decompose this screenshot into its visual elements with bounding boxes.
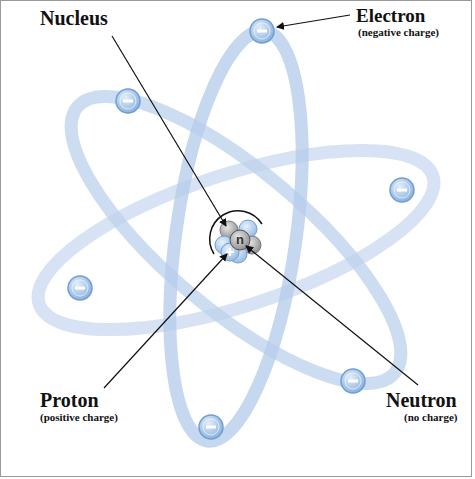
part-name: Neutron (386, 390, 457, 410)
charge-note: (negative charge) (358, 27, 439, 38)
electrons (68, 19, 414, 439)
charge-note: (positive charge) (40, 412, 118, 423)
nucleus-cluster (215, 220, 261, 263)
leader-lines (104, 15, 418, 388)
charge-note: (no charge) (404, 412, 457, 423)
nucleus-bracket (210, 211, 262, 254)
part-name: Proton (40, 390, 99, 410)
part-name: Nucleus (40, 8, 108, 28)
part-name: Electron (356, 6, 425, 25)
orbits (19, 23, 454, 450)
particle-symbol: n (236, 233, 244, 246)
